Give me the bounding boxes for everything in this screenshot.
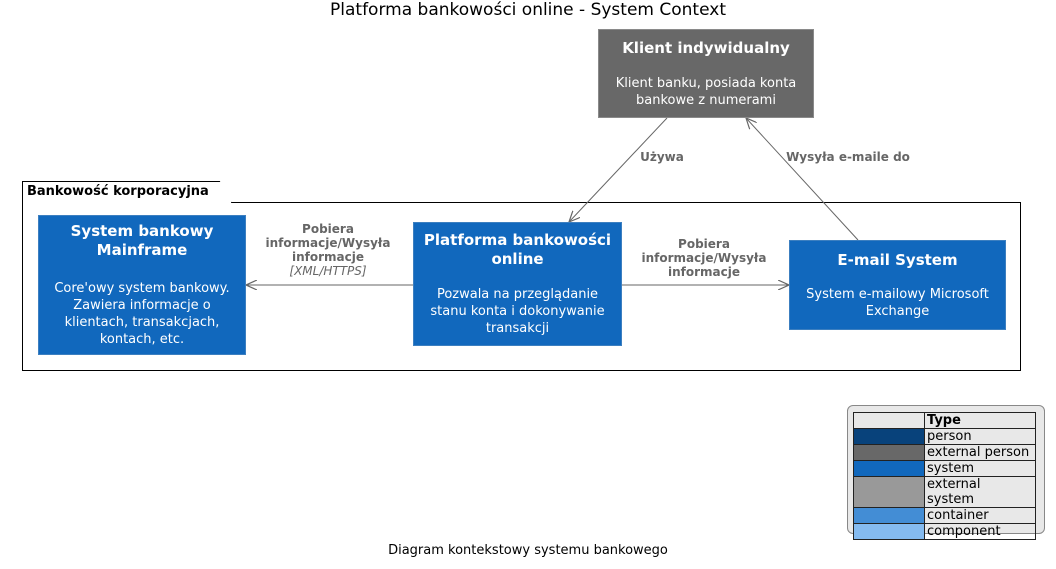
legend-swatch-external-person <box>853 444 925 461</box>
legend-header: Type <box>924 412 1036 429</box>
legend-label-system: system <box>924 460 1036 477</box>
node-platform-desc: Pozwala na przeglądanie stanu konta i do… <box>430 287 605 336</box>
legend: Type person external person system exter… <box>847 405 1045 540</box>
node-platform[interactable]: Platforma bankowości online Pozwala na p… <box>413 222 622 346</box>
legend-swatch-header <box>853 412 925 429</box>
legend-swatch-system <box>853 460 925 477</box>
edge-sends-label: Wysyła e-maile do <box>786 150 910 164</box>
node-mainframe-desc: Core'owy system bankowy. Zawiera informa… <box>54 281 230 347</box>
legend-swatch-container <box>853 507 925 524</box>
edge-to-mainframe-text: Pobiera informacje/Wysyła informacje <box>265 222 391 264</box>
edge-uses-label: Używa <box>640 150 684 164</box>
legend-label-external-system: external system <box>924 476 1036 508</box>
node-mainframe[interactable]: System bankowy Mainframe Core'owy system… <box>38 215 246 355</box>
edge-to-mainframe-tech: [XML/HTTPS] <box>289 264 367 278</box>
node-email-desc: System e-mailowy Microsoft Exchange <box>806 286 989 319</box>
diagram-caption: Diagram kontekstowy systemu bankowego <box>388 543 668 558</box>
edge-uses <box>569 117 668 222</box>
legend-label-component: component <box>924 523 1036 540</box>
legend-label-person: person <box>924 428 1036 445</box>
node-client[interactable]: Klient indywidualny Klient banku, posiad… <box>598 29 814 118</box>
legend-label-container: container <box>924 507 1036 524</box>
edge-to-email-label: Pobiera informacje/Wysyła informacje <box>641 237 767 279</box>
edge-to-mainframe-label: Pobiera informacje/Wysyła informacje [XM… <box>258 222 398 278</box>
node-client-name: Klient indywidualny <box>622 38 790 57</box>
node-client-desc: Klient banku, posiada konta bankowe z nu… <box>615 75 797 108</box>
diagram-title: Platforma bankowości online - System Con… <box>330 0 726 20</box>
legend-swatch-component <box>853 523 925 540</box>
legend-swatch-external-system <box>853 476 925 508</box>
legend-label-external-person: external person <box>924 444 1036 461</box>
boundary-frame <box>22 202 1021 371</box>
node-email-name: E-mail System <box>837 250 958 269</box>
node-mainframe-name: System bankowy Mainframe <box>70 222 214 259</box>
legend-swatch-person <box>853 428 925 445</box>
edge-sends-email <box>746 118 859 241</box>
node-platform-name: Platforma bankowości online <box>423 231 612 268</box>
legend-table: Type person external person system exter… <box>853 412 1036 540</box>
node-email[interactable]: E-mail System System e-mailowy Microsoft… <box>789 240 1006 330</box>
